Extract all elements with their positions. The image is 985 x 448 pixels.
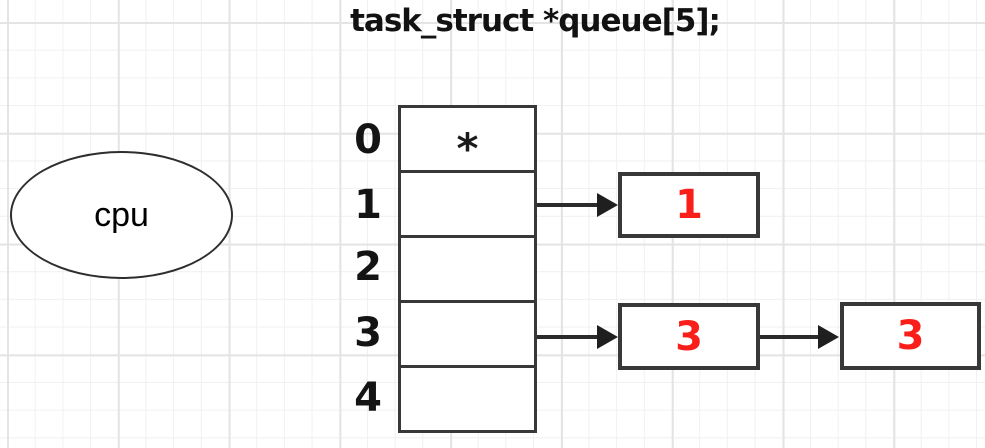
arrowhead-icon: [818, 325, 839, 349]
arrowhead-icon: [597, 193, 618, 217]
array-index-0: 0: [354, 117, 382, 163]
array-index-4: 4: [354, 375, 382, 421]
task-node-queue1: 1: [618, 172, 760, 238]
task-node-queue3-first: 3: [618, 303, 760, 370]
queue-array: *: [398, 105, 537, 433]
arrow-line: [537, 335, 599, 339]
arrow-line: [537, 203, 599, 207]
task-node-value: 1: [675, 182, 703, 228]
diagram-title: task_struct *queue[5];: [350, 3, 721, 39]
arrowhead-icon: [597, 325, 618, 349]
arrow-line: [760, 335, 820, 339]
cpu-label: cpu: [94, 195, 149, 234]
array-index-3: 3: [354, 310, 382, 356]
task-node-value: 3: [675, 313, 703, 360]
array-cell-1: [401, 173, 534, 238]
array-cell-2: [401, 238, 534, 303]
task-node-value: 3: [896, 313, 925, 359]
array-cell-0: *: [401, 108, 534, 173]
array-index-2: 2: [354, 244, 382, 290]
cpu-ellipse: cpu: [10, 151, 233, 279]
array-cell-3: [401, 303, 534, 368]
array-index-1: 1: [354, 182, 382, 228]
array-cell-4: [401, 368, 534, 430]
task-node-queue3-second: 3: [840, 302, 981, 370]
